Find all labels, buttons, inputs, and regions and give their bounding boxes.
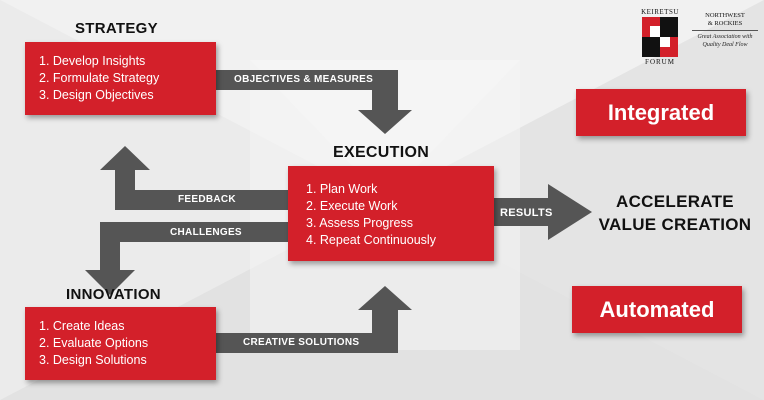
integrated-badge: Integrated [576, 89, 746, 136]
results-arrow [494, 184, 592, 240]
list-item: 2. Formulate Strategy [39, 71, 160, 85]
outcome-line-2: VALUE CREATION [598, 215, 752, 234]
strategy-title: STRATEGY [75, 20, 158, 37]
chapter-line-1: NORTHWEST [705, 12, 745, 19]
list-item: 1. Create Ideas [39, 319, 125, 333]
execution-box: 1. Plan Work 2. Execute Work 3. Assess P… [288, 166, 494, 261]
list-item: 1. Develop Insights [39, 54, 146, 68]
tagline-line-2: Quality Deal Flow [702, 41, 748, 48]
list-item: 1. Plan Work [306, 182, 378, 196]
outcome-text: ACCELERATE VALUE CREATION [590, 190, 760, 236]
creative-solutions-label: CREATIVE SOLUTIONS [243, 337, 360, 348]
list-item: 4. Repeat Continuously [306, 233, 436, 247]
innovation-list: 1. Create Ideas 2. Evaluate Options 3. D… [25, 307, 216, 369]
list-item: 3. Assess Progress [306, 216, 413, 230]
objectives-arrow [214, 70, 412, 134]
list-item: 3. Design Objectives [39, 88, 154, 102]
list-item: 2. Evaluate Options [39, 336, 149, 350]
innovation-box: 1. Create Ideas 2. Evaluate Options 3. D… [25, 307, 216, 380]
chapter-line-2: & ROCKIES [707, 19, 743, 27]
objectives-label: OBJECTIVES & MEASURES [234, 74, 374, 85]
automated-badge: Automated [572, 286, 742, 333]
chapter-block: NORTHWEST & ROCKIES Great Association wi… [686, 12, 764, 49]
keiretsu-logo: KEIRETSU FORUM [640, 8, 680, 70]
creative-arrow [214, 286, 412, 353]
strategy-box: 1. Develop Insights 2. Formulate Strateg… [25, 42, 216, 115]
logo-bottom-text: FORUM [645, 58, 675, 66]
strategy-list: 1. Develop Insights 2. Formulate Strateg… [25, 42, 216, 104]
logo-mark-icon [642, 17, 678, 57]
execution-title: EXECUTION [333, 144, 430, 161]
feedback-label: FEEDBACK [178, 194, 236, 205]
innovation-title: INNOVATION [66, 286, 161, 303]
results-label: RESULTS [500, 207, 553, 219]
list-item: 2. Execute Work [306, 199, 398, 213]
challenges-arrow [85, 222, 135, 295]
list-item: 3. Design Solutions [39, 353, 147, 367]
chapter-divider [692, 30, 758, 31]
challenges-label: CHALLENGES [170, 227, 242, 238]
outcome-line-1: ACCELERATE [616, 192, 734, 211]
tagline-line-1: Great Association with [697, 34, 753, 40]
logo-top-text: KEIRETSU [641, 8, 679, 16]
execution-list: 1. Plan Work 2. Execute Work 3. Assess P… [288, 166, 494, 249]
